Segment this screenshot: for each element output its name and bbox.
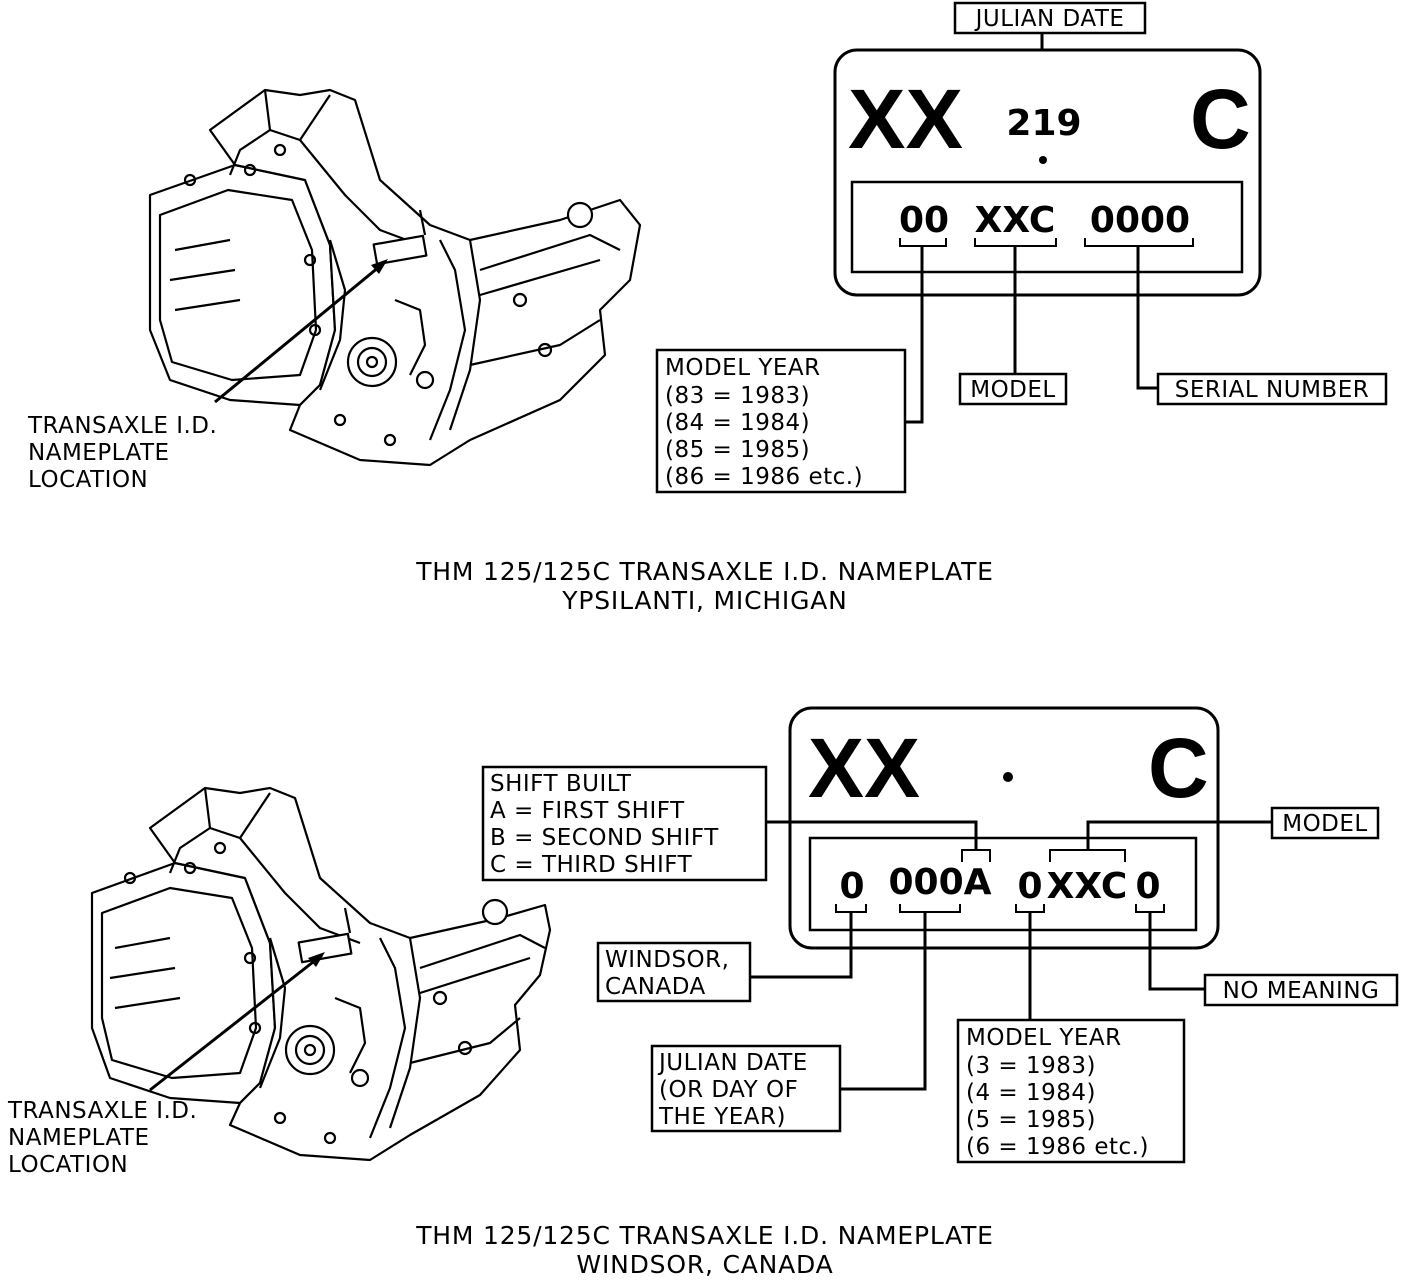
plate-code-year-top: 00 (899, 200, 949, 241)
location-label-top-line2: NAMEPLATE (28, 440, 170, 466)
plant-label-box (596, 941, 752, 1003)
plate-code-plant: 0 (839, 866, 864, 907)
location-label-top-line3: LOCATION (28, 467, 148, 493)
model-label-box-bottom (1270, 806, 1380, 840)
caption-bottom-line2: WINDSOR, CANADA (576, 1250, 833, 1279)
plate-xx-top: XX (848, 72, 963, 166)
shift-built-line3: C = THIRD SHIFT (490, 852, 693, 878)
plate-code-model-top: XXC (975, 200, 1056, 241)
plate-dot-bottom (1003, 772, 1013, 782)
shift-built-line1: A = FIRST SHIFT (490, 798, 685, 824)
transaxle-illustration-top (148, 88, 642, 467)
no-meaning-label: NO MEANING (1223, 978, 1380, 1004)
plate-code-box-bottom (808, 836, 1198, 932)
bracket-julian (899, 904, 961, 913)
plate-c-bottom: C (1148, 721, 1209, 815)
plate-xx-bottom: XX (808, 721, 920, 815)
model-label-bottom: MODEL (1282, 811, 1368, 837)
leader-last (1148, 912, 1205, 991)
model-year-box-bottom (956, 1018, 1186, 1164)
plate-code-julian: 000A (888, 862, 991, 903)
plate-dot-top (1039, 156, 1047, 164)
location-arrowhead-top (371, 259, 388, 274)
model-year-line3-top: (85 = 1985) (665, 437, 810, 463)
no-meaning-label-box (1203, 973, 1399, 1007)
model-label-box-top (958, 372, 1068, 406)
julian-date-label: JULIAN DATE (974, 6, 1125, 32)
location-label-top-line1: TRANSAXLE I.D. (27, 413, 217, 439)
caption-top-line2: YPSILANTI, MICHIGAN (561, 586, 847, 615)
caption-top-line1: THM 125/125C TRANSAXLE I.D. NAMEPLATE (415, 557, 994, 586)
plate-code-year-bottom: 0 (1017, 866, 1042, 907)
model-year-line2-bottom: (4 = 1984) (966, 1080, 1096, 1106)
model-year-line1-top: (83 = 1983) (665, 383, 810, 409)
location-arrowhead-bottom (308, 952, 325, 967)
location-arrow-bottom (149, 953, 323, 1092)
model-label-top: MODEL (970, 377, 1056, 403)
plate-julian-code: 219 (1006, 103, 1081, 144)
model-year-box-top (655, 348, 907, 494)
model-year-line4-bottom: (6 = 1986 etc.) (966, 1134, 1149, 1160)
plant-label-line2: CANADA (605, 974, 706, 1000)
plate-c-top: C (1190, 72, 1251, 166)
serial-number-label: SERIAL NUMBER (1175, 377, 1369, 403)
julian-label-line3: THE YEAR) (658, 1104, 786, 1130)
leader-model-year-top (905, 246, 924, 424)
shift-built-box (481, 765, 768, 882)
caption-bottom-line1: THM 125/125C TRANSAXLE I.D. NAMEPLATE (415, 1221, 994, 1250)
location-label-bottom-line3: LOCATION (8, 1152, 128, 1178)
leader-model-bottom (1086, 820, 1272, 850)
leader-julian (840, 912, 927, 1091)
plate-code-serial-top: 0000 (1090, 200, 1190, 241)
location-label-bottom-line1: TRANSAXLE I.D. (7, 1098, 197, 1124)
plate-code-model-bottom: XXC (1047, 866, 1128, 907)
model-year-line3-bottom: (5 = 1985) (966, 1107, 1096, 1133)
location-arrow-top (214, 260, 386, 404)
serial-label-box (1156, 372, 1388, 406)
model-year-line2-top: (84 = 1984) (665, 410, 810, 436)
model-year-title-bottom: MODEL YEAR (966, 1025, 1122, 1051)
julian-date-label-box (953, 1, 1147, 35)
julian-label-line1: JULIAN DATE (657, 1050, 808, 1076)
leader-shift (766, 820, 978, 850)
plant-label-line1: WINDSOR, (605, 947, 729, 973)
model-year-title-top: MODEL YEAR (665, 355, 821, 381)
shift-built-line2: B = SECOND SHIFT (490, 825, 719, 851)
julian-label-line2: (OR DAY OF (659, 1077, 798, 1103)
leader-plant (750, 912, 853, 979)
leader-serial-top (1136, 246, 1158, 390)
plate-code-box-top (850, 180, 1244, 274)
plate-code-last: 0 (1135, 866, 1160, 907)
julian-label-box-bottom (650, 1044, 842, 1133)
transaxle-illustration-bottom (90, 786, 552, 1162)
model-year-line1-bottom: (3 = 1983) (966, 1053, 1096, 1079)
location-label-bottom-line2: NAMEPLATE (8, 1125, 150, 1151)
model-year-line4-top: (86 = 1986 etc.) (665, 464, 863, 490)
shift-built-title: SHIFT BUILT (490, 771, 632, 797)
